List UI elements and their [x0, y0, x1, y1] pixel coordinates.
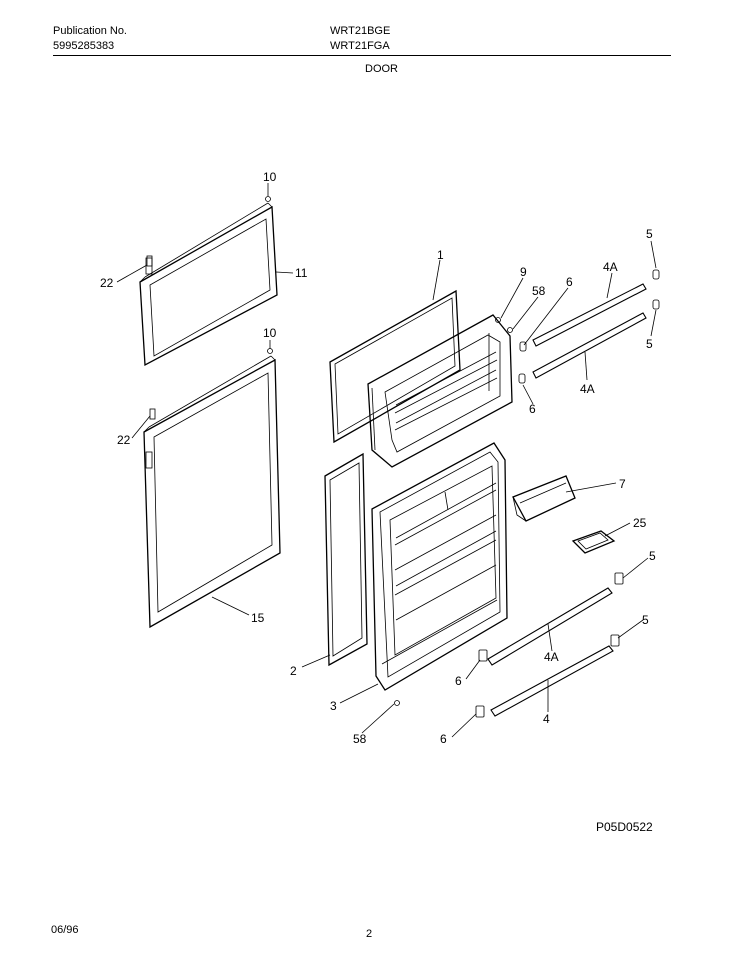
door-screws: [146, 255, 513, 706]
callout-6-c: 6: [455, 674, 462, 688]
callout-1: 1: [437, 248, 444, 262]
callout-labels: 10 22 11 1 9 58 6 4A 5 5 4A 6 10 22 15 2…: [100, 170, 656, 746]
callout-2: 2: [290, 664, 297, 678]
callout-25: 25: [633, 516, 647, 530]
freezer-door-liner: [367, 314, 513, 468]
publication-label: Publication No.: [53, 25, 127, 37]
diagram-id: P05D0522: [596, 820, 653, 834]
fresh-food-door-gasket: [324, 452, 368, 667]
section-title: DOOR: [365, 63, 398, 75]
callout-4: 4: [543, 712, 550, 726]
callout-4a-upper: 4A: [603, 260, 618, 274]
model-number-2: WRT21FGA: [330, 40, 390, 52]
callout-22-upper: 22: [100, 276, 114, 290]
callout-5-a: 5: [646, 227, 653, 241]
door-handles: [487, 283, 647, 717]
callout-6-d: 6: [440, 732, 447, 746]
callout-11: 11: [295, 266, 308, 280]
callout-5-b: 5: [646, 337, 653, 351]
callout-4a-lower: 4A: [544, 650, 559, 664]
callout-4a-middle: 4A: [580, 382, 595, 396]
callout-9: 9: [520, 265, 527, 279]
callout-5-c: 5: [649, 549, 656, 563]
fresh-food-door-outer-panel: [143, 348, 281, 629]
freezer-door-outer-panel: [139, 196, 278, 367]
freezer-door-gasket: [329, 289, 461, 444]
footer-date: 06/96: [51, 924, 79, 936]
callout-7: 7: [619, 477, 626, 491]
callout-10-upper: 10: [263, 170, 277, 184]
callout-58-lower: 58: [353, 732, 367, 746]
model-number-1: WRT21BGE: [330, 25, 391, 37]
callout-leader-lines: [116, 183, 657, 738]
footer-page-number: 2: [366, 928, 373, 940]
fresh-food-door-liner: [371, 442, 508, 691]
callout-3: 3: [330, 699, 337, 713]
dairy-compartment-door: [512, 475, 576, 522]
callout-58-upper: 58: [532, 284, 546, 298]
callout-6-b: 6: [529, 402, 536, 416]
callout-6-a: 6: [566, 275, 573, 289]
callout-10-lower: 10: [263, 326, 277, 340]
publication-number: 5995285383: [53, 40, 115, 52]
callout-22-lower: 22: [117, 433, 131, 447]
handle-end-caps: [475, 269, 660, 718]
callout-5-d: 5: [642, 613, 649, 627]
egg-tray: [571, 530, 616, 554]
callout-15: 15: [251, 611, 265, 625]
header-divider: [53, 55, 671, 56]
